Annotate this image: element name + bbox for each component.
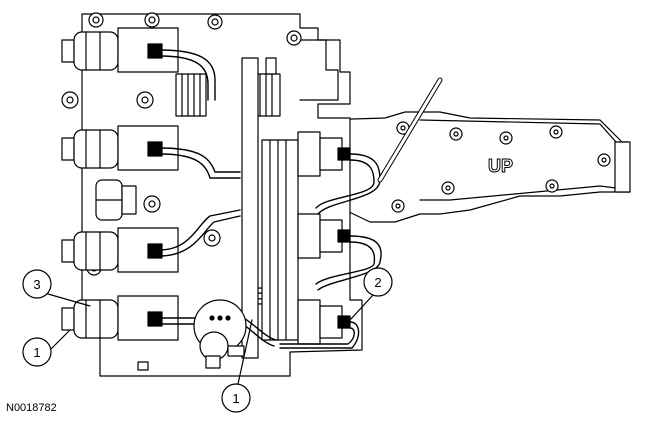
right-solenoid-column	[297, 131, 351, 345]
callout-label: 1	[33, 345, 40, 360]
callout-3: 3	[22, 269, 91, 307]
callout-label: 2	[374, 275, 381, 290]
solenoid-2	[61, 125, 179, 171]
solenoid-small	[95, 179, 137, 221]
solenoid-6	[297, 213, 351, 259]
callout-label: 3	[33, 277, 40, 292]
extension-bolts	[391, 121, 611, 213]
center-manifold	[241, 57, 299, 359]
wiring-harness	[159, 49, 443, 349]
harness-connector-hub	[193, 299, 247, 369]
valve-body-extension: UP	[317, 111, 631, 223]
callout-2: 2	[349, 267, 393, 321]
solenoid-5	[297, 131, 351, 177]
callout-1-left: 1	[22, 329, 71, 367]
up-marking: UP	[488, 156, 513, 176]
figure-reference-code: N0018782	[6, 402, 57, 414]
solenoid-7	[297, 299, 351, 345]
callout-label: 1	[232, 391, 239, 406]
solenoid-3	[61, 227, 179, 273]
callout-1-bottom: 1	[221, 319, 253, 413]
left-solenoid-stack	[61, 27, 179, 341]
